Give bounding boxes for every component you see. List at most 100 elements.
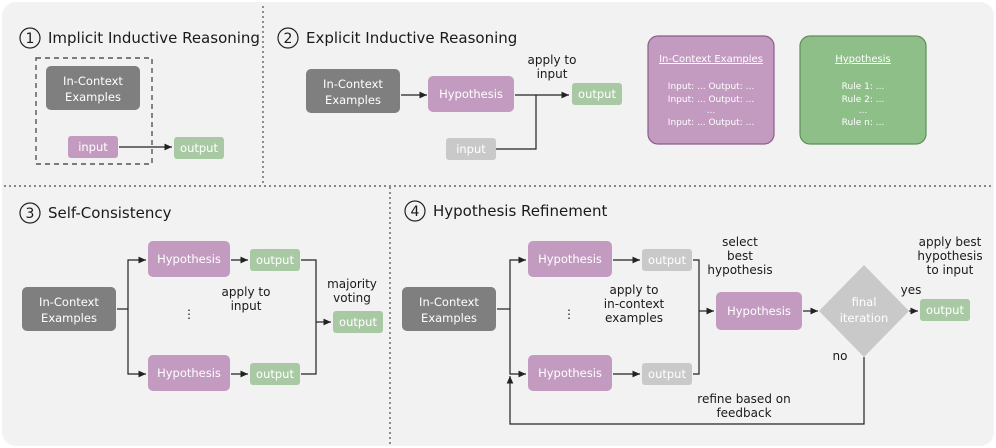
panel2-number: 2 [284, 31, 293, 47]
panel4-refine-line1: refine based on [697, 392, 790, 406]
panel-self-consistency: 3 Self-Consistency In-Context Examples H… [19, 202, 383, 391]
panel1-icl-box [46, 66, 140, 110]
panel4-out-top-label: output [648, 253, 686, 267]
panel4-hyp-bottom-label: Hypothesis [538, 366, 602, 380]
panel1-input-label: input [78, 140, 108, 154]
panel4-out-bottom-label: output [648, 367, 686, 381]
panel4-apply-best-line3: to input [927, 263, 974, 277]
panel4-hyp-top-label: Hypothesis [538, 252, 602, 266]
panel2-output-label: output [578, 87, 616, 101]
hyp-card-title: Hypothesis [835, 54, 891, 65]
icl-card-line3: ... [707, 106, 716, 116]
panel3-branch-bottom [127, 309, 146, 378]
hyp-card-line1: Rule 1: ... [842, 82, 885, 92]
panel4-merge-line [693, 259, 700, 375]
panel1-output-box [174, 137, 224, 159]
panel4-hyp-top-box [528, 241, 612, 277]
panel4-final-output-box [920, 299, 970, 321]
panel3-vote-line2: voting [333, 291, 371, 305]
panel1-dashed-frame [35, 57, 153, 165]
panel4-branch-bottom [509, 309, 526, 378]
panel4-title: Hypothesis Refinement [433, 202, 608, 220]
panel-implicit: 1 Implicit Inductive Reasoning In-Contex… [19, 27, 260, 165]
icl-card [647, 35, 775, 145]
panel4-branch-top [509, 256, 526, 309]
panel4-decision-line1: final [852, 295, 877, 309]
panel1-number: 1 [26, 31, 35, 47]
panel1-icl-line2: Examples [65, 90, 121, 104]
panel2-apply-line1: apply to [528, 53, 577, 67]
panel4-best-hyp-box [716, 292, 802, 330]
panel1-output-label: output [180, 141, 218, 155]
panel3-out-top-label: output [256, 253, 294, 267]
panel-explicit: 2 Explicit Inductive Reasoning In-Contex… [277, 27, 927, 160]
panel2-icl-line1: In-Context [323, 77, 383, 91]
panel3-branch-top [127, 256, 146, 309]
panel2-apply-line2: input [537, 67, 568, 81]
panel3-merge-line [301, 259, 317, 375]
icl-card-line2: Input: ... Output: ... [668, 95, 754, 105]
panel4-decision-line2: iteration [840, 311, 889, 325]
hyp-card [799, 35, 927, 145]
panel3-number-circle [19, 202, 41, 224]
panel2-input-box [446, 138, 496, 160]
panel4-decision-diamond [819, 265, 909, 357]
panel3-hyp-bottom-label: Hypothesis [157, 366, 221, 380]
icl-card-line1: Input: ... Output: ... [668, 82, 754, 92]
panel3-final-output-box [333, 311, 383, 333]
hyp-card-line2: Rule 2: ... [842, 95, 885, 105]
panel3-icl-line2: Examples [41, 311, 97, 325]
panel4-no-label: no [833, 349, 848, 363]
panel4-apply-line2: in-context [604, 297, 665, 311]
panel3-title: Self-Consistency [48, 204, 172, 222]
panel3-out-bottom-label: output [256, 367, 294, 381]
panel3-final-output-label: output [339, 315, 377, 329]
panel3-apply-line2: input [231, 299, 262, 313]
panel4-select-line3: hypothesis [707, 263, 772, 277]
panel3-hyp-bottom-box [148, 355, 230, 391]
hyp-card-line4: Rule n: ... [842, 118, 885, 128]
panel2-input-label: input [456, 142, 486, 156]
panel4-number-circle [404, 200, 426, 222]
panel2-output-box [572, 83, 622, 105]
panel4-icl-box [402, 287, 496, 331]
panel1-number-circle [19, 27, 41, 49]
panel4-icl-line2: Examples [421, 311, 477, 325]
icl-card-line4: Input: ... Output: ... [668, 118, 754, 128]
panel1-input-box [68, 136, 118, 158]
panel3-number: 3 [26, 206, 35, 222]
panel4-out-bottom-box [642, 363, 692, 385]
panel4-feedback-loop [506, 357, 865, 425]
panel4-number: 4 [411, 204, 420, 220]
panel3-hyp-top-label: Hypothesis [157, 252, 221, 266]
panel4-icl-line1: In-Context [419, 295, 479, 309]
hyp-card-line3: ... [859, 106, 868, 116]
panel2-title: Explicit Inductive Reasoning [306, 29, 517, 47]
panel2-arrow-input-join [496, 95, 537, 150]
panel3-ellipsis: ⋮ [183, 307, 195, 321]
panel2-icl-box [306, 69, 400, 113]
panel4-final-output-label: output [926, 303, 964, 317]
panel3-out-bottom-box [250, 363, 300, 385]
panel4-apply-line1: apply to [610, 283, 659, 297]
panel2-hypothesis-label: Hypothesis [439, 87, 503, 101]
icl-card-title: In-Context Examples [659, 54, 763, 65]
panel3-icl-box [22, 287, 116, 331]
panel3-apply-line1: apply to [222, 285, 271, 299]
panel3-out-top-box [250, 249, 300, 271]
panel4-select-line2: best [727, 249, 753, 263]
panel3-vote-line1: majority [327, 277, 377, 291]
panel3-hyp-top-box [148, 241, 230, 277]
panel4-apply-line3: examples [605, 311, 663, 325]
panel3-icl-line1: In-Context [39, 295, 99, 309]
panel4-apply-best-line2: hypothesis [917, 249, 982, 263]
panel4-apply-best-line1: apply best [919, 235, 982, 249]
panel4-ellipsis: ⋮ [563, 307, 575, 321]
panel4-yes-label: yes [901, 283, 922, 297]
panel4-select-line1: select [722, 235, 758, 249]
panel1-title: Implicit Inductive Reasoning [48, 29, 260, 47]
panel-refinement: 4 Hypothesis Refinement In-Context Examp… [402, 200, 983, 425]
panel2-icl-line2: Examples [325, 93, 381, 107]
